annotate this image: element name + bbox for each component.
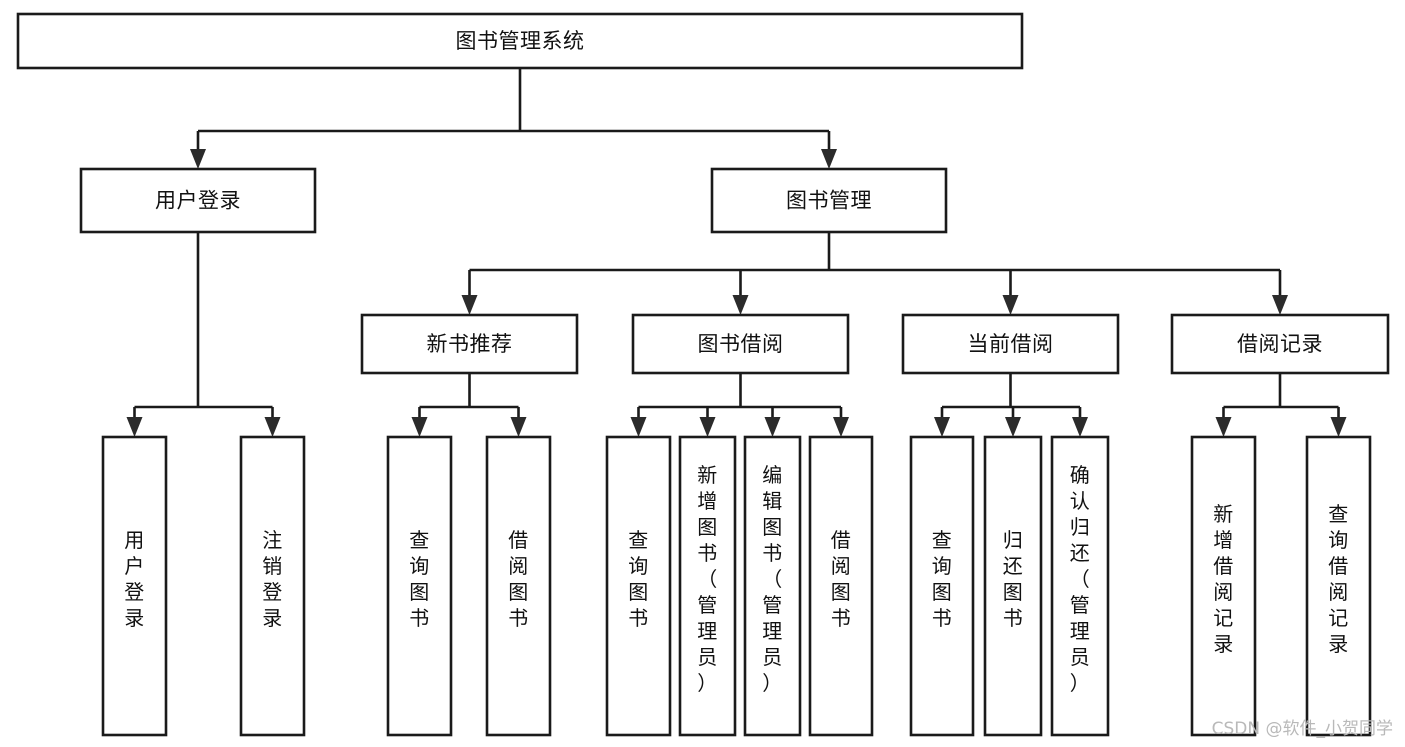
leaf-box[interactable] xyxy=(485,435,552,737)
arrow-head-icon xyxy=(461,295,478,315)
leaf-box[interactable] xyxy=(239,435,306,737)
leaf-label: 编辑图书（管理员） xyxy=(762,463,783,695)
arrow-head-icon xyxy=(764,417,781,437)
leaf-label: 用户登录 xyxy=(124,528,145,630)
level2-node[interactable]: 用户登录 xyxy=(79,167,317,234)
root-box[interactable] xyxy=(16,12,1024,70)
leaf-node[interactable]: 查询图书 xyxy=(909,435,975,737)
leaf-node[interactable]: 用户登录 xyxy=(101,435,168,737)
leaf-box[interactable] xyxy=(1305,435,1372,737)
leaf-label: 新增借阅记录 xyxy=(1213,502,1234,656)
leaf-label: 查询图书 xyxy=(932,528,953,630)
leaf-box[interactable] xyxy=(678,435,737,737)
level2-box[interactable] xyxy=(79,167,317,234)
level3-label: 借阅记录 xyxy=(1237,332,1323,356)
csdn-watermark: CSDN @软件_小贺同学 xyxy=(1211,719,1393,739)
leaf-label: 注销登录 xyxy=(262,528,283,630)
leaf-box[interactable] xyxy=(101,435,168,737)
leaf-label: 新增图书（管理员） xyxy=(697,463,718,695)
leaf-node[interactable]: 确认归还（管理员） xyxy=(1050,435,1110,737)
leaf-label: 借阅图书 xyxy=(508,528,529,630)
level3-node[interactable]: 借阅记录 xyxy=(1170,313,1390,375)
arrow-head-icon xyxy=(126,417,143,437)
leaf-box[interactable] xyxy=(1050,435,1110,737)
arrow-head-icon xyxy=(732,295,749,315)
arrow-head-icon xyxy=(1215,417,1232,437)
level3-node[interactable]: 图书借阅 xyxy=(631,313,850,375)
leaf-label: 确认归还（管理员） xyxy=(1070,463,1091,695)
leaf-label: 查询图书 xyxy=(628,528,649,630)
level3-box[interactable] xyxy=(360,313,579,375)
level2-label: 图书管理 xyxy=(786,189,872,213)
arrow-head-icon xyxy=(821,149,837,169)
level2-node[interactable]: 图书管理 xyxy=(710,167,948,234)
leaf-node[interactable]: 新增借阅记录 xyxy=(1190,435,1257,737)
level3-label: 当前借阅 xyxy=(968,332,1054,356)
level3-box[interactable] xyxy=(901,313,1120,375)
leaf-node[interactable]: 新增图书（管理员） xyxy=(678,435,737,737)
arrow-head-icon xyxy=(264,417,281,437)
leaf-label: 归还图书 xyxy=(1003,528,1024,630)
arrow-head-icon xyxy=(630,417,647,437)
arrow-head-icon xyxy=(1330,417,1347,437)
leaf-node[interactable]: 注销登录 xyxy=(239,435,306,737)
arrow-head-icon xyxy=(699,417,716,437)
root-label: 图书管理系统 xyxy=(456,29,585,53)
leaf-label: 查询图书 xyxy=(409,528,430,630)
arrow-head-icon xyxy=(190,149,206,169)
leaf-node[interactable]: 编辑图书（管理员） xyxy=(743,435,802,737)
leaf-node[interactable]: 归还图书 xyxy=(983,435,1043,737)
level2-box[interactable] xyxy=(710,167,948,234)
leaf-box[interactable] xyxy=(909,435,975,737)
leaf-box[interactable] xyxy=(808,435,874,737)
arrow-head-icon xyxy=(934,417,950,437)
leaf-node[interactable]: 查询图书 xyxy=(386,435,453,737)
arrow-head-icon xyxy=(411,417,428,437)
level2-label: 用户登录 xyxy=(155,189,241,213)
leaf-node[interactable]: 借阅图书 xyxy=(808,435,874,737)
level3-label: 新书推荐 xyxy=(427,332,513,356)
leaf-node[interactable]: 查询借阅记录 xyxy=(1305,435,1372,737)
level3-node[interactable]: 新书推荐 xyxy=(360,313,579,375)
leaf-box[interactable] xyxy=(1190,435,1257,737)
leaf-label: 借阅图书 xyxy=(831,528,852,630)
leaf-box[interactable] xyxy=(743,435,802,737)
arrow-head-icon xyxy=(510,417,527,437)
leaf-label: 查询借阅记录 xyxy=(1328,502,1349,656)
arrow-head-icon xyxy=(1005,417,1021,437)
leaf-box[interactable] xyxy=(983,435,1043,737)
level3-label: 图书借阅 xyxy=(698,332,784,356)
arrow-head-icon xyxy=(1002,295,1019,315)
arrow-head-icon xyxy=(833,417,849,437)
leaf-box[interactable] xyxy=(605,435,672,737)
arrow-head-icon xyxy=(1072,417,1088,437)
leaf-node[interactable]: 查询图书 xyxy=(605,435,672,737)
leaf-node[interactable]: 借阅图书 xyxy=(485,435,552,737)
root-node[interactable]: 图书管理系统 xyxy=(16,12,1024,70)
level3-box[interactable] xyxy=(631,313,850,375)
level3-box[interactable] xyxy=(1170,313,1390,375)
arrow-head-icon xyxy=(1272,295,1288,315)
level3-node[interactable]: 当前借阅 xyxy=(901,313,1120,375)
leaf-box[interactable] xyxy=(386,435,453,737)
